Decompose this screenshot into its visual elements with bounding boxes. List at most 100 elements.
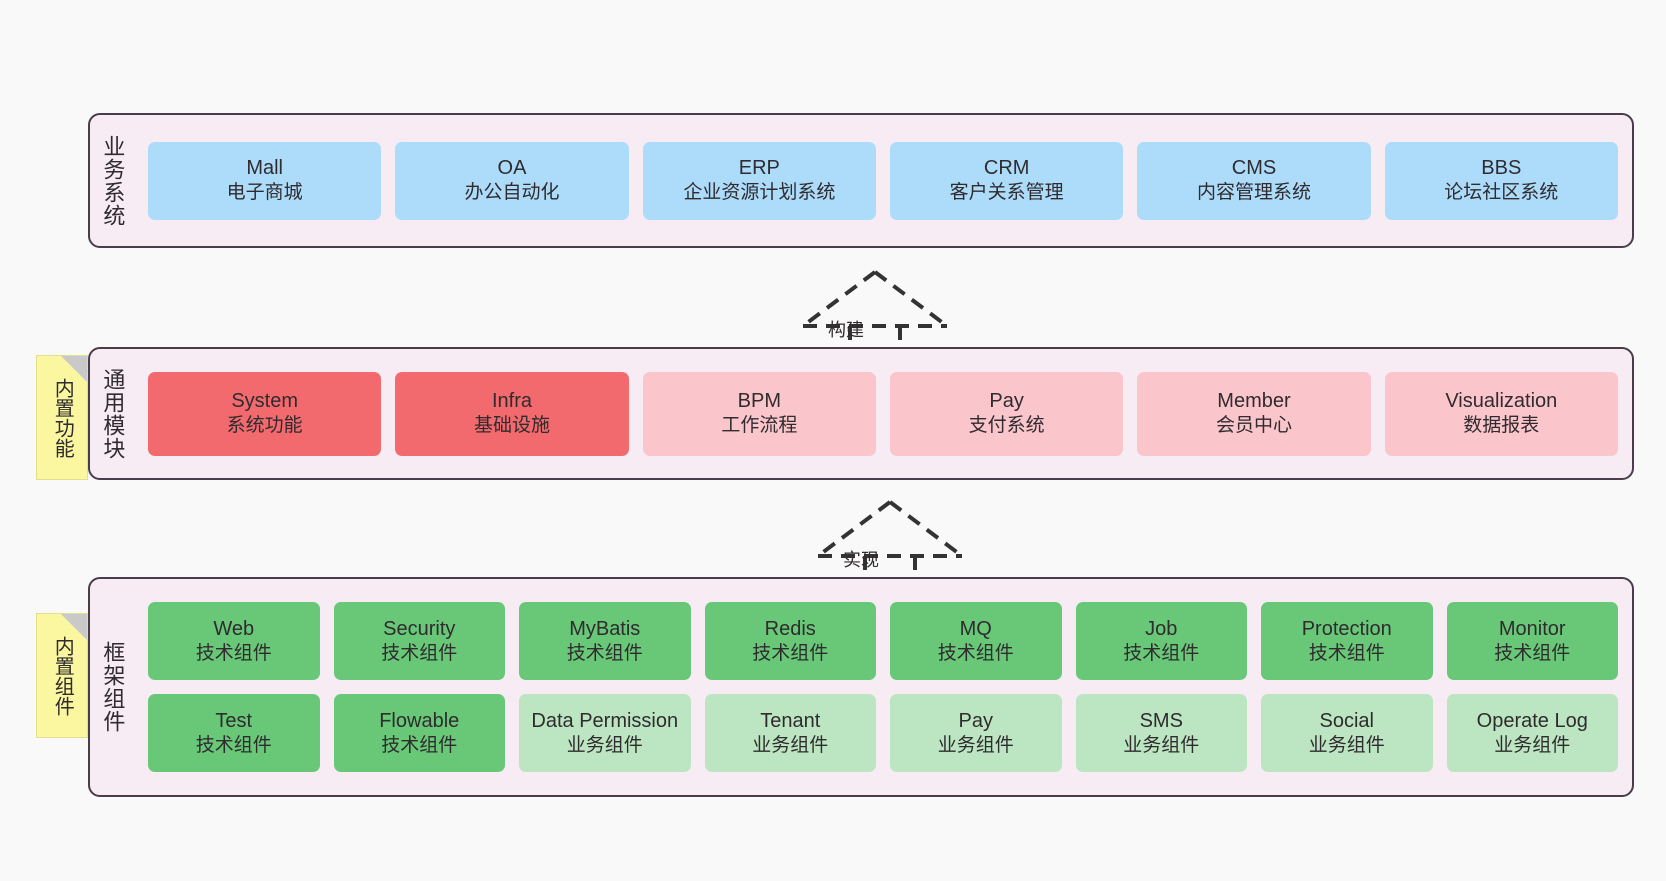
note-fold-corner	[61, 356, 87, 382]
layer-body-framework-components: Web 技术组件 Security 技术组件 MyBatis 技术组件 Redi…	[134, 579, 1632, 795]
card-title: Mall	[246, 157, 283, 180]
card-title: CMS	[1231, 157, 1277, 180]
card-title: Web	[213, 617, 255, 640]
card-title: Flowable	[379, 709, 460, 732]
layer-body-general-modules: System 系统功能 Infra 基础设施 BPM 工作流程 Pay 支付系统…	[134, 349, 1632, 478]
card-subtitle: 电子商城	[226, 182, 303, 204]
card-subtitle: 内容管理系统	[1196, 182, 1311, 204]
card-title: Operate Log	[1476, 709, 1588, 732]
card-bpm[interactable]: BPM 工作流程	[642, 371, 876, 456]
layer-title-framework-components: 框架组件	[100, 641, 126, 733]
card-job[interactable]: Job 技术组件	[1075, 602, 1247, 680]
card-data-permission[interactable]: Data Permission 业务组件	[519, 694, 691, 772]
card-title: MyBatis	[569, 617, 641, 640]
layer-business-system: 业务系统 Mall 电子商城 OA 办公自动化 ERP 企业资源计划系统 CRM	[88, 113, 1634, 248]
note-label: 内置功能	[51, 377, 74, 458]
card-subtitle: 工作流程	[721, 415, 798, 437]
card-title: Monitor	[1498, 617, 1566, 640]
card-pay-module[interactable]: Pay 支付系统	[889, 371, 1124, 456]
note-builtin-components: 内置组件	[36, 613, 88, 738]
card-title: SMS	[1139, 709, 1183, 732]
connector-build-label: 构建	[828, 320, 864, 340]
card-monitor[interactable]: Monitor 技术组件	[1446, 602, 1618, 680]
card-title: Security	[383, 617, 456, 640]
card-oa[interactable]: OA 办公自动化	[395, 141, 629, 220]
card-member[interactable]: Member 会员中心	[1137, 371, 1371, 456]
card-title: Protection	[1301, 617, 1392, 640]
card-subtitle: 会员中心	[1215, 415, 1292, 437]
general-modules-card-row: System 系统功能 Infra 基础设施 BPM 工作流程 Pay 支付系统…	[148, 371, 1618, 456]
card-subtitle: 业务组件	[1123, 734, 1200, 756]
connector-implement: 实现	[810, 498, 970, 588]
card-title: Job	[1145, 617, 1178, 640]
card-subtitle: 业务组件	[937, 734, 1014, 756]
card-system[interactable]: System 系统功能	[148, 371, 382, 456]
card-subtitle: 业务组件	[1494, 734, 1571, 756]
card-subtitle: 业务组件	[566, 734, 643, 756]
card-subtitle: 技术组件	[195, 734, 272, 756]
card-title: Pay	[989, 390, 1024, 413]
card-mybatis[interactable]: MyBatis 技术组件	[519, 602, 691, 680]
framework-components-row-1: Web 技术组件 Security 技术组件 MyBatis 技术组件 Redi…	[148, 602, 1618, 680]
card-protection[interactable]: Protection 技术组件	[1261, 602, 1433, 680]
card-flowable[interactable]: Flowable 技术组件	[333, 694, 505, 772]
card-subtitle: 技术组件	[381, 734, 458, 756]
card-mq[interactable]: MQ 技术组件	[890, 602, 1062, 680]
layer-title-business-system: 业务系统	[100, 134, 126, 227]
card-crm[interactable]: CRM 客户关系管理	[889, 141, 1124, 220]
card-subtitle: 业务组件	[1308, 734, 1385, 756]
card-subtitle: 技术组件	[1494, 642, 1571, 664]
card-subtitle: 企业资源计划系统	[683, 182, 836, 204]
card-title: System	[231, 390, 298, 413]
card-subtitle: 支付系统	[968, 415, 1045, 437]
card-bbs[interactable]: BBS 论坛社区系统	[1384, 141, 1618, 220]
card-subtitle: 技术组件	[566, 642, 643, 664]
card-social[interactable]: Social 业务组件	[1261, 694, 1433, 772]
card-security[interactable]: Security 技术组件	[333, 602, 505, 680]
card-pay-component[interactable]: Pay 业务组件	[890, 694, 1062, 772]
card-erp[interactable]: ERP 企业资源计划系统	[642, 141, 876, 220]
layer-title-general-modules: 通用模块	[100, 367, 126, 460]
card-cms[interactable]: CMS 内容管理系统	[1137, 141, 1371, 220]
framework-components-row-2: Test 技术组件 Flowable 技术组件 Data Permission …	[148, 694, 1618, 772]
card-title: ERP	[738, 157, 780, 180]
card-title: CRM	[983, 157, 1030, 180]
card-infra[interactable]: Infra 基础设施	[395, 371, 629, 456]
card-sms[interactable]: SMS 业务组件	[1075, 694, 1247, 772]
card-title: Test	[215, 709, 253, 732]
card-visualization[interactable]: Visualization 数据报表	[1384, 371, 1618, 456]
card-title: Infra	[491, 390, 532, 413]
card-test[interactable]: Test 技术组件	[148, 694, 320, 772]
card-subtitle: 技术组件	[381, 642, 458, 664]
card-title: Data Permission	[531, 709, 679, 732]
card-subtitle: 业务组件	[752, 734, 829, 756]
card-title: Member	[1217, 390, 1291, 413]
note-fold-corner	[61, 614, 87, 640]
layer-framework-components: 框架组件 Web 技术组件 Security 技术组件 MyBatis 技术组件…	[88, 577, 1634, 797]
card-mall[interactable]: Mall 电子商城	[148, 141, 382, 220]
card-title: BBS	[1481, 157, 1522, 180]
card-title: Social	[1319, 709, 1374, 732]
connector-build: 构建	[795, 268, 955, 358]
card-title: OA	[497, 157, 527, 180]
card-subtitle: 技术组件	[752, 642, 829, 664]
card-subtitle: 技术组件	[1123, 642, 1200, 664]
card-title: Tenant	[760, 709, 821, 732]
card-web[interactable]: Web 技术组件	[148, 602, 320, 680]
card-subtitle: 客户关系管理	[949, 182, 1064, 204]
business-system-card-row: Mall 电子商城 OA 办公自动化 ERP 企业资源计划系统 CRM 客户关系…	[148, 141, 1618, 220]
connector-implement-label: 实现	[843, 550, 879, 570]
card-subtitle: 基础设施	[473, 415, 550, 437]
note-label: 内置组件	[51, 635, 74, 716]
card-redis[interactable]: Redis 技术组件	[704, 602, 876, 680]
card-subtitle: 技术组件	[1308, 642, 1385, 664]
card-title: Redis	[764, 617, 816, 640]
card-subtitle: 技术组件	[937, 642, 1014, 664]
card-subtitle: 技术组件	[195, 642, 272, 664]
card-title: BPM	[737, 390, 781, 413]
card-title: Visualization	[1445, 390, 1558, 413]
card-tenant[interactable]: Tenant 业务组件	[704, 694, 876, 772]
card-subtitle: 论坛社区系统	[1444, 182, 1559, 204]
card-title: MQ	[959, 617, 992, 640]
card-operate-log[interactable]: Operate Log 业务组件	[1446, 694, 1618, 772]
